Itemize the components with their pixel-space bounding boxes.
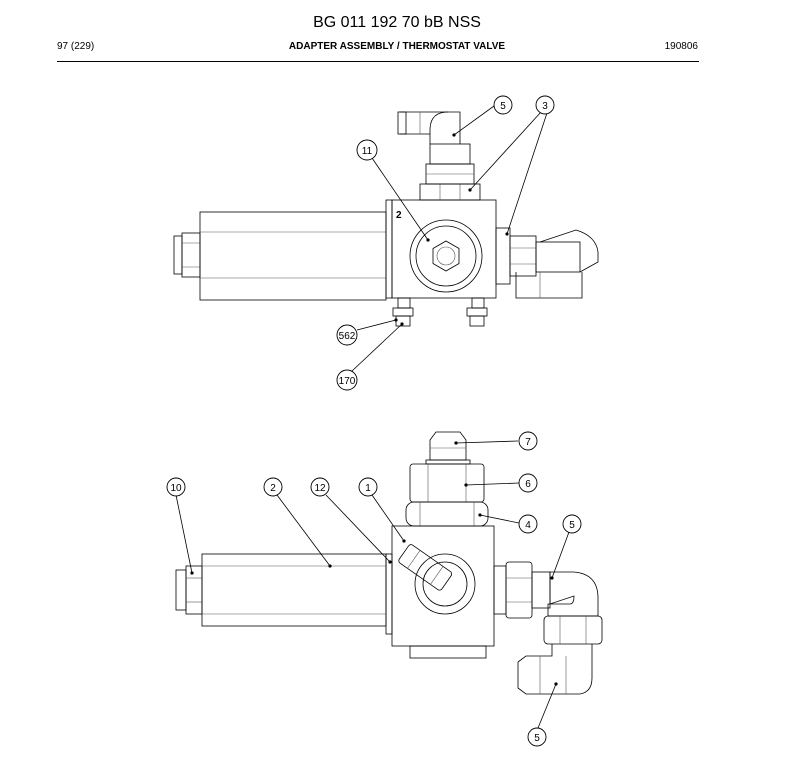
callout-label: 5: [569, 520, 575, 531]
side-view: [175, 431, 603, 695]
page-number: 97 (229): [57, 41, 95, 52]
callout-label: 170: [339, 376, 356, 387]
callout-label: 6: [525, 479, 531, 490]
side-valve-body: [385, 525, 495, 659]
side-callouts: 7 10 2 12 1 6 4 5 5: [166, 431, 582, 747]
callout-balloon: [535, 95, 555, 115]
side-hex-nut: [409, 463, 485, 503]
top-view: 2: [173, 111, 599, 327]
callout-balloon: [263, 477, 283, 497]
callout-label: 11: [362, 146, 373, 157]
callout-balloon: [518, 514, 538, 534]
callout-balloon: [358, 477, 378, 497]
callout-label: 12: [314, 483, 326, 494]
callout-balloon: [493, 95, 513, 115]
side-cylinder: [201, 553, 387, 627]
callout-label: 3: [542, 101, 548, 112]
top-cylinder: [199, 211, 387, 301]
side-seal-washer: [405, 501, 489, 527]
section-title: ADAPTER ASSEMBLY / THERMOSTAT VALVE: [288, 41, 506, 52]
top-valve-body: 2: [385, 199, 497, 327]
callout-label: 1: [365, 483, 371, 494]
callout-label: 562: [339, 331, 356, 342]
callout-balloon: [166, 477, 186, 497]
side-right-fittings: [493, 561, 603, 695]
body-marking: 2: [396, 210, 402, 221]
callout-balloon: [518, 431, 538, 451]
side-top-nipple: [425, 431, 471, 465]
callout-balloon: [310, 477, 330, 497]
callout-balloon: [518, 473, 538, 493]
callout-label: 10: [170, 483, 182, 494]
callout-label: 5: [534, 733, 540, 744]
top-left-connector: [173, 232, 201, 278]
callout-balloon: [336, 369, 358, 391]
top-upper-fitting: [397, 111, 481, 201]
callout-label: 5: [500, 101, 506, 112]
callout-label: 2: [270, 483, 276, 494]
header-rule: [57, 61, 699, 62]
document-title: BG 011 192 70 bB NSS: [313, 14, 481, 31]
side-left-connector: [175, 565, 203, 615]
callout-label: 7: [525, 437, 531, 448]
callout-balloon: [527, 727, 547, 747]
date-code: 190806: [664, 41, 698, 52]
callout-balloon: [336, 324, 358, 346]
top-callouts: 5 3 11 562 170: [336, 95, 555, 391]
callout-balloon: [562, 514, 582, 534]
callout-balloon: [356, 139, 378, 161]
callout-label: 4: [525, 520, 531, 531]
top-right-fitting: [495, 227, 599, 299]
